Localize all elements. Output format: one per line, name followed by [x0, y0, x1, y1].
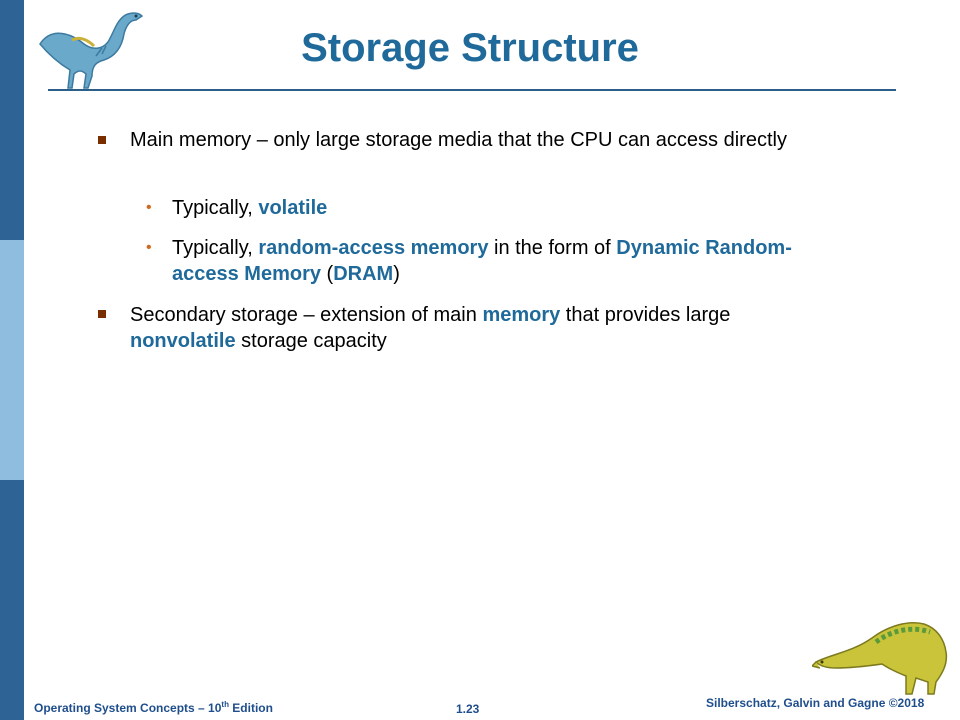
bullet-text: (: [320, 263, 334, 285]
bullet-text: that provides large: [560, 304, 731, 326]
dinosaur-standing-icon: [39, 12, 144, 89]
highlight-term: memory: [482, 304, 561, 326]
footer-authors: Silberschatz, Galvin and Gagne ©2018: [706, 696, 925, 710]
bullet-text: Typically,: [172, 237, 259, 259]
sidebar-segment-middle: [0, 240, 24, 480]
dinosaur-grazing-icon: [812, 622, 948, 695]
bullet-text: in the form of: [488, 237, 617, 259]
bullet-random-access: Typically, random-access memory in the f…: [172, 235, 822, 287]
title-underline: [48, 89, 896, 91]
footer-course-title: Operating System Concepts – 10th Edition: [34, 700, 273, 715]
bullet-volatile: Typically, volatile: [172, 195, 822, 221]
slide-title: Storage Structure: [301, 26, 639, 70]
bullet-text: Typically,: [172, 197, 259, 219]
footer-course-title-text: Operating System Concepts – 10: [34, 701, 222, 715]
bullet-main-memory: Main memory – only large storage media t…: [130, 127, 820, 153]
sidebar-segment-bottom: [0, 480, 24, 720]
highlight-term: DRAM: [333, 263, 394, 285]
bullet-text: storage capacity: [235, 330, 387, 352]
left-sidebar-stripe: [0, 0, 24, 720]
footer-slide-number: 1.23: [456, 702, 480, 716]
footer-course-title-sup: th: [221, 700, 229, 709]
highlight-term: random-access memory: [258, 237, 489, 259]
footer-course-title-suffix: Edition: [228, 701, 273, 715]
bullet-text: Secondary storage – extension of main: [130, 304, 483, 326]
bullet-marker-square: [98, 310, 106, 318]
highlight-term: Dynamic Random-access Memory: [172, 237, 792, 285]
bullet-text: ): [393, 263, 400, 285]
bullet-text: Main memory – only large storage media t…: [130, 129, 787, 151]
highlight-term: volatile: [258, 197, 328, 219]
bullet-marker-dot: •: [146, 239, 152, 256]
sidebar-segment-top: [0, 0, 24, 240]
bullet-marker-dot: •: [146, 199, 152, 216]
bullet-secondary-storage: Secondary storage – extension of main me…: [130, 302, 820, 354]
bullet-marker-square: [98, 136, 106, 144]
highlight-term: nonvolatile: [130, 330, 236, 352]
